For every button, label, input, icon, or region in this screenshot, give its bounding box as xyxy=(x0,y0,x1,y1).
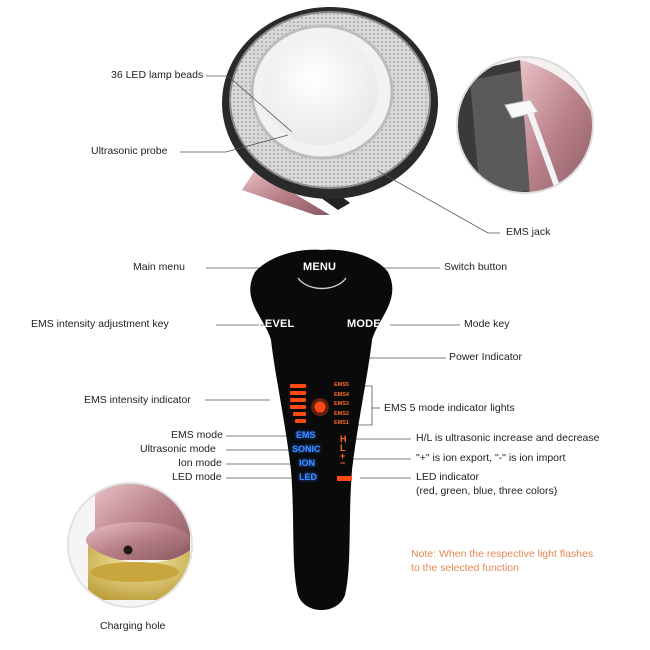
probe-illustration xyxy=(222,7,438,215)
label-ultrasonic-mode: Ultrasonic mode xyxy=(140,443,216,455)
power-indicator-led xyxy=(314,401,326,413)
label-charging-hole: Charging hole xyxy=(100,620,166,632)
device-body xyxy=(250,249,393,610)
mode-button[interactable]: MODE xyxy=(347,318,381,330)
led-mode-light: LED xyxy=(299,472,317,482)
ems-intensity-bars xyxy=(290,384,306,423)
label-mode-key: Mode key xyxy=(464,318,510,330)
led-indicator-bar xyxy=(337,476,352,481)
label-ion-mode: Ion mode xyxy=(178,457,222,469)
label-led-indicator-colors: (red, green, blue, three colors) xyxy=(416,485,558,497)
ems5-light: EMS5 xyxy=(334,382,349,388)
label-hl-desc: H/L is ultrasonic increase and decrease xyxy=(416,432,600,444)
ems4-light: EMS4 xyxy=(334,391,349,398)
menu-arc xyxy=(297,277,347,290)
l-indicator: L xyxy=(340,443,346,453)
ems2-light: EMS2 xyxy=(334,410,349,417)
sonic-mode-light: SONIC xyxy=(292,444,321,454)
level-button[interactable]: LEVEL xyxy=(258,318,295,330)
ems1-light: EMS1 xyxy=(334,420,349,426)
ems-mode-light: EMS xyxy=(296,430,316,440)
plus-indicator: + xyxy=(340,451,346,461)
label-ems-mode: EMS mode xyxy=(171,429,223,441)
note-line-2: to the selected function xyxy=(411,562,519,574)
label-switch-button: Switch button xyxy=(444,261,508,273)
label-ultrasonic-probe: Ultrasonic probe xyxy=(91,145,168,157)
ion-mode-light: ION xyxy=(299,458,316,468)
minus-indicator: − xyxy=(340,458,346,468)
ems3-light: EMS3 xyxy=(334,401,349,407)
label-ems-intensity-key: EMS intensity adjustment key xyxy=(31,318,169,330)
menu-button[interactable]: MENU xyxy=(303,261,337,273)
leader-lines xyxy=(180,75,500,479)
label-led-indicator: LED indicator xyxy=(416,471,480,483)
label-main-menu: Main menu xyxy=(133,261,185,273)
label-ion-desc: "+" is ion export, "-" is ion import xyxy=(416,452,566,464)
label-ems-intensity-indicator: EMS intensity indicator xyxy=(84,394,191,406)
label-ems-mode-lights: EMS 5 mode indicator lights xyxy=(384,402,515,414)
ems-jack-inset xyxy=(457,57,593,193)
label-led-beads: 36 LED lamp beads xyxy=(111,69,204,81)
charging-hole-inset xyxy=(68,483,192,607)
note-line-1: Note: When the respective light flashes xyxy=(411,548,594,560)
label-ems-jack: EMS jack xyxy=(506,226,551,238)
h-indicator: H xyxy=(340,434,347,444)
label-led-mode: LED mode xyxy=(172,471,222,483)
label-power-indicator: Power Indicator xyxy=(449,351,522,363)
